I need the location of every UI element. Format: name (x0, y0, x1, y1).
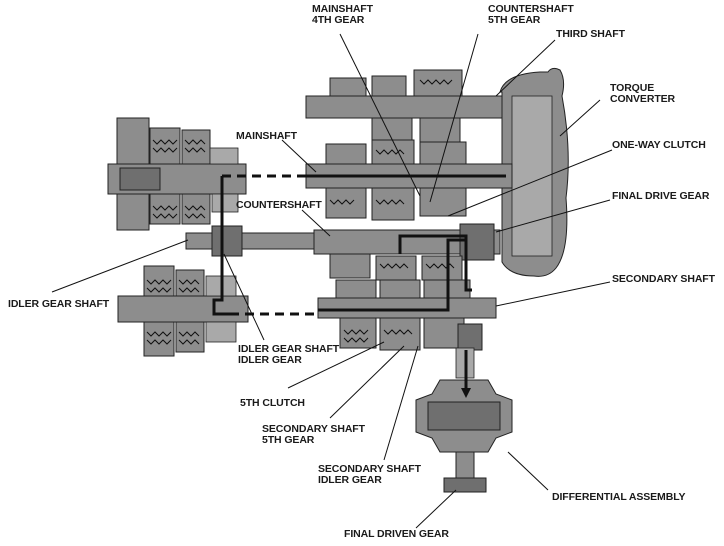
left-upper-shaft-assembly (107, 117, 247, 231)
label-secondary-shaft-5th-gear: SECONDARY SHAFT 5TH GEAR (262, 423, 368, 446)
label-idler-gear-shaft: IDLER GEAR SHAFT (8, 298, 110, 310)
torque-converter-part (499, 67, 569, 277)
label-mainshaft: MAINSHAFT (236, 130, 298, 142)
idler-gear-shaft-part (185, 225, 315, 257)
countershaft-part (313, 223, 501, 281)
label-one-way-clutch: ONE-WAY CLUTCH (612, 139, 706, 151)
third-shaft-part (305, 69, 503, 143)
power-flow-path (212, 174, 506, 398)
left-lower-shaft-assembly (117, 265, 249, 357)
label-differential-assembly: DIFFERENTIAL ASSEMBLY (552, 491, 686, 503)
flow-arrowhead (461, 388, 471, 398)
differential-assembly-part (415, 347, 513, 493)
label-countershaft: COUNTERSHAFT (236, 199, 322, 211)
mainshaft-part (305, 139, 513, 221)
label-5th-clutch: 5TH CLUTCH (240, 397, 305, 409)
label-torque-converter: TORQUE CONVERTER (610, 82, 676, 105)
label-final-driven-gear: FINAL DRIVEN GEAR (344, 528, 449, 540)
label-idler-gear-shaft-idler-gear: IDLER GEAR SHAFT IDLER GEAR (238, 343, 342, 366)
label-secondary-shaft: SECONDARY SHAFT (612, 273, 716, 285)
leader-lines (51, 33, 613, 529)
label-countershaft-5th-gear: COUNTERSHAFT 5TH GEAR (488, 3, 577, 26)
label-final-drive-gear: FINAL DRIVE GEAR (612, 190, 710, 202)
label-third-shaft: THIRD SHAFT (556, 28, 626, 40)
label-secondary-shaft-idler-gear: SECONDARY SHAFT IDLER GEAR (318, 463, 424, 486)
label-mainshaft-4th-gear: MAINSHAFT 4TH GEAR (312, 3, 376, 26)
